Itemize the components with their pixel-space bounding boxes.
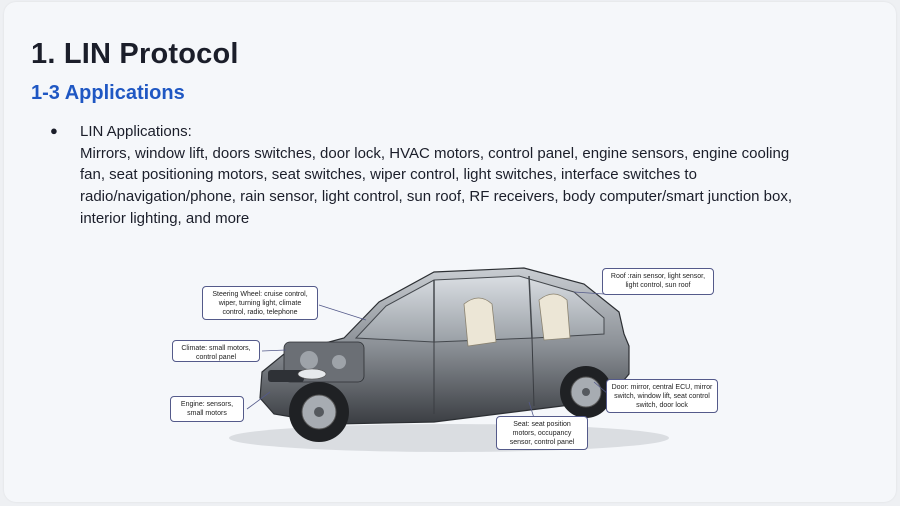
- slide: 1. LIN Protocol 1-3 Applications ● LIN A…: [4, 2, 896, 502]
- bullet-icon: ●: [50, 123, 58, 138]
- callout-roof: Roof :rain sensor, light sensor, light c…: [602, 268, 714, 295]
- bullet-heading: LIN Applications:: [80, 123, 192, 140]
- callout-seat: Seat: seat position motors, occupancy se…: [496, 416, 588, 450]
- car-figure: Steering Wheel: cruise control, wiper, t…: [134, 242, 744, 464]
- callout-climate: Climate: small motors, control panel: [172, 340, 260, 362]
- callout-steering-wheel: Steering Wheel: cruise control, wiper, t…: [202, 286, 318, 320]
- car-illustration: [229, 267, 669, 452]
- callout-engine: Engine: sensors, small motors: [170, 396, 244, 422]
- page-title: 1. LIN Protocol: [31, 38, 239, 70]
- section-subtitle: 1-3 Applications: [31, 82, 185, 104]
- bullet-body: Mirrors, window lift, doors switches, do…: [80, 144, 793, 227]
- callout-door: Door: mirror, central ECU, mirror switch…: [606, 379, 718, 413]
- bullet-item: LIN Applications: Mirrors, window lift, …: [80, 121, 810, 230]
